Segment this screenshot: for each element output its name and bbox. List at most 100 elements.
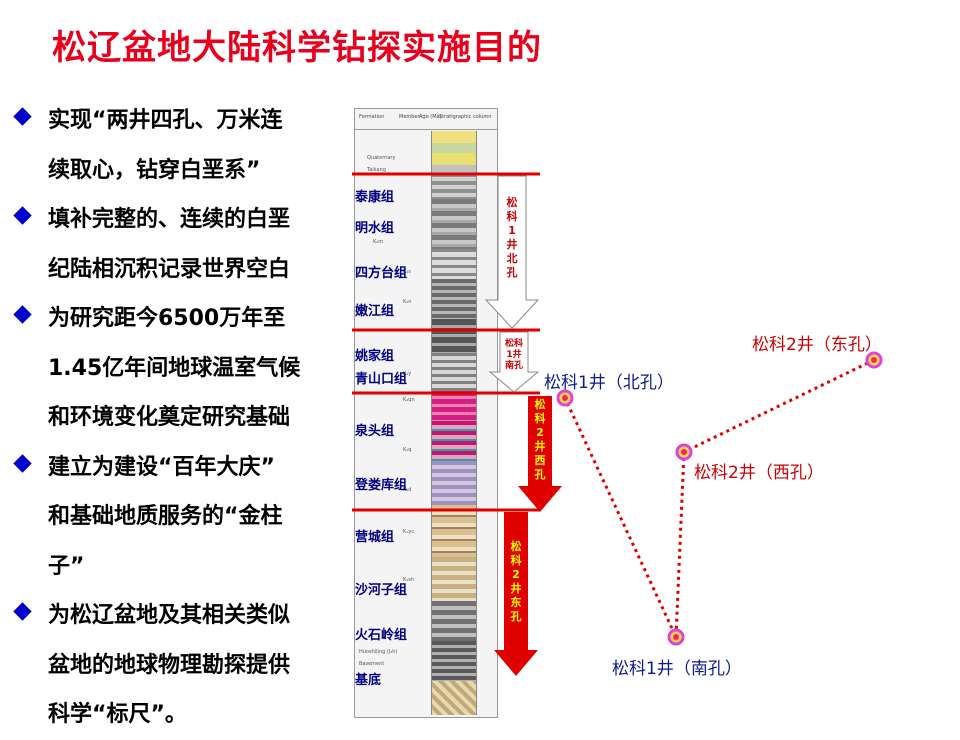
column-small-label: K₂y	[403, 371, 412, 377]
column-header-label: Stratigraphic column	[439, 114, 492, 120]
lithology-column	[431, 131, 477, 715]
well-label-sk2-west: 松科2井（西孔）	[694, 463, 824, 483]
borehole-char: 孔	[534, 468, 546, 481]
objective-text: 子”	[48, 553, 85, 579]
column-small-label: K₂qn	[403, 397, 415, 403]
well-label-sk1-north: 松科1井（北孔）	[544, 373, 674, 393]
objective-text: 续取心，钻穿白垩系”	[48, 157, 261, 183]
formation-label: 四方台组	[355, 266, 408, 281]
borehole-char: 1井	[506, 350, 522, 360]
formation-label: 火石岭组	[355, 628, 408, 643]
borehole-char: 科	[506, 210, 518, 223]
objectives-list: 实现“两井四孔、万米连 续取心，钻穿白垩系” 填补完整的、连续的白垩 纪陆相沉积…	[10, 96, 340, 740]
well-label-sk1-south: 松科1井（南孔）	[612, 659, 742, 679]
strata-band	[432, 143, 476, 153]
formation-label: 明水组	[355, 221, 395, 236]
objective-text: 1.45亿年间地球温室气候	[48, 355, 301, 381]
borehole-char: 东	[510, 596, 522, 609]
borehole-char: 科	[510, 554, 522, 567]
column-small-label: Taikang	[367, 167, 386, 173]
strata-band	[432, 249, 476, 279]
objective-text: 建立为建设“百年大庆”	[48, 454, 275, 480]
borehole-arrow-east	[494, 512, 538, 676]
borehole-label-sk1-north: 松 科 1 井 北 孔	[504, 196, 520, 280]
strata-band	[432, 165, 476, 173]
objective-text: 实现“两井四孔、万米连	[48, 108, 283, 133]
strata-band	[432, 421, 476, 461]
formation-label: 泰康组	[355, 190, 395, 205]
strata-band	[432, 131, 476, 143]
formation-label: 姚家组	[355, 349, 395, 364]
strata-band	[432, 391, 476, 421]
strata-band	[432, 153, 476, 165]
page-title: 松辽盆地大陆科学钻探实施目的	[52, 28, 542, 68]
borehole-char: 北	[506, 252, 518, 265]
strata-band	[432, 601, 476, 641]
borehole-label-sk1-south: 松科 1井 南孔	[500, 339, 528, 372]
objective-text: 为研究距今6500万年至	[48, 306, 286, 331]
stratigraphic-column: Formation Member Age (Ma) Stratigraphic …	[354, 108, 498, 718]
borehole-char: 南孔	[504, 361, 523, 371]
formation-label: 登娄库组	[355, 478, 408, 493]
objective-text: 纪陆相沉积记录世界空白	[48, 256, 291, 282]
objective-text: 盆地的地球物理勘探提供	[48, 652, 291, 678]
column-small-label: K₁d	[403, 487, 412, 493]
well-connection-path	[563, 358, 875, 638]
column-small-label: K₂m	[373, 239, 384, 245]
strata-band	[432, 461, 476, 505]
strata-band	[432, 681, 476, 715]
borehole-char: 西	[534, 454, 546, 467]
column-small-label: K₁yc	[403, 529, 414, 535]
borehole-char: 1	[508, 224, 516, 237]
borehole-arrow-north	[484, 175, 540, 329]
borehole-char: 松	[506, 196, 518, 209]
formation-label: 青山口组	[355, 372, 408, 387]
borehole-char: 科	[534, 412, 546, 425]
borehole-label-sk2-west: 松 科 2 井 西 孔	[532, 398, 548, 482]
formation-label: 营城组	[355, 530, 395, 545]
formation-label: 嫩江组	[355, 304, 395, 319]
column-header: Formation Member Age (Ma) Stratigraphic …	[355, 109, 497, 130]
formation-label: 泉头组	[355, 424, 395, 439]
objective-text: 填补完整的、连续的白垩	[48, 207, 291, 232]
borehole-arrow-west	[518, 396, 562, 512]
borehole-char: 井	[510, 582, 522, 595]
column-small-label: K₁sh	[403, 577, 415, 583]
well-marker-sk1-north	[556, 389, 574, 407]
strata-band	[432, 505, 476, 557]
borehole-arrow-south	[488, 331, 540, 393]
borehole-char: 松	[510, 540, 522, 553]
objective-item: 实现“两井四孔、万米连 续取心，钻穿白垩系”	[10, 96, 340, 195]
borehole-char: 井	[534, 440, 546, 453]
borehole-char: 2	[512, 568, 520, 581]
objective-text: 和环境变化奠定研究基础	[48, 405, 291, 430]
well-label-sk2-east: 松科2井（东孔）	[752, 335, 882, 355]
objective-text: 和基础地质服务的“金柱	[48, 504, 283, 529]
borehole-char: 松	[534, 398, 546, 411]
borehole-label-sk2-east: 松 科 2 井 东 孔	[508, 540, 524, 624]
objective-text: 为松辽盆地及其相关类似	[48, 603, 291, 628]
borehole-char: 井	[506, 238, 518, 251]
column-small-label: Huoshiling (J₃h)	[359, 649, 398, 655]
borehole-char: 孔	[510, 610, 522, 623]
strata-band	[432, 279, 476, 319]
borehole-char: 孔	[506, 266, 518, 279]
borehole-char: 松科	[504, 339, 523, 349]
strata-band	[432, 353, 476, 391]
formation-label: 基底	[355, 673, 382, 688]
column-header-label: Age (Ma)	[419, 114, 442, 120]
strata-band	[432, 173, 476, 199]
column-small-label: Quaternary	[367, 155, 396, 161]
well-marker-sk2-east	[865, 351, 883, 369]
well-marker-sk1-south	[667, 628, 685, 646]
objective-item: 为研究距今6500万年至 1.45亿年间地球温室气候 和环境变化奠定研究基础	[10, 294, 340, 443]
strata-band	[432, 641, 476, 681]
strata-band	[432, 557, 476, 601]
strata-band	[432, 319, 476, 353]
column-small-label: Basement	[359, 661, 385, 667]
column-small-label: K₂s	[403, 269, 411, 275]
objective-item: 建立为建设“百年大庆” 和基础地质服务的“金柱 子”	[10, 443, 340, 592]
diagram-overlay	[352, 172, 883, 676]
column-small-label: K₂n	[403, 299, 412, 305]
well-marker-sk2-west	[675, 443, 693, 461]
